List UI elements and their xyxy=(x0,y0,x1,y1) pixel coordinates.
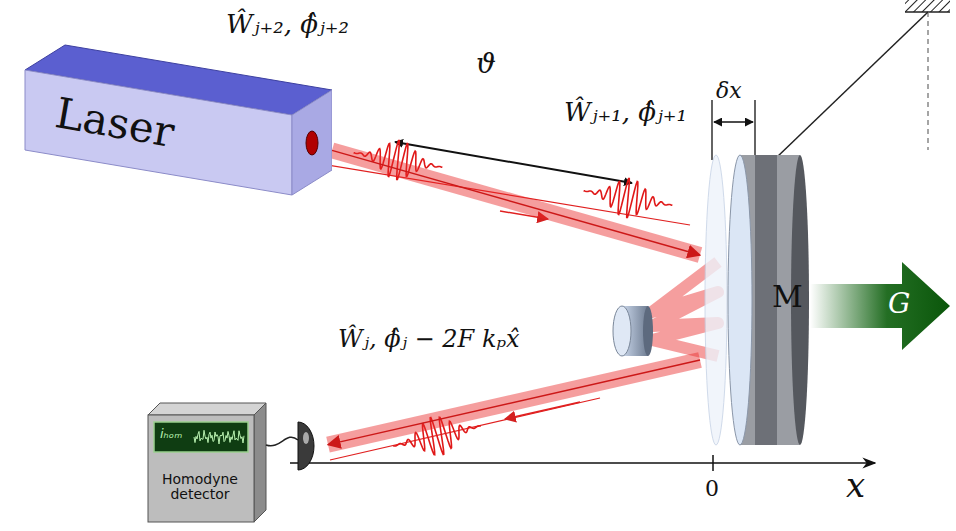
axis-origin: 0 xyxy=(705,476,719,501)
homodyne-detector-shape xyxy=(146,400,328,524)
equilibrium-dash xyxy=(927,12,929,150)
force-arrow: G xyxy=(810,262,950,350)
axis-tick xyxy=(712,455,714,471)
dx-arrow xyxy=(714,121,753,122)
x-axis xyxy=(290,462,875,464)
homodyne-detector: iₕₒₘHomodyne detector xyxy=(146,400,328,524)
force-label: G xyxy=(888,289,910,320)
input-mirror xyxy=(613,306,653,356)
output-pulse-label: Ŵⱼ, ϕ̂ⱼ − 2F kₚx̂ xyxy=(338,326,520,354)
beam-axis xyxy=(332,150,700,255)
pulse-label: Ŵⱼ₊₁, ϕ̂ⱼ₊₁ xyxy=(564,98,687,128)
laser-box: Laser xyxy=(20,40,332,200)
laser-beam xyxy=(328,360,700,445)
dx-tick xyxy=(711,100,712,160)
force-arrow-shape xyxy=(810,262,950,350)
spacing-label: ϑ xyxy=(476,48,496,80)
laser-beam xyxy=(332,150,700,255)
beam-axis xyxy=(328,360,700,445)
suspension-wire xyxy=(776,12,928,158)
dx-tick xyxy=(754,100,755,160)
wave-packet xyxy=(584,179,673,218)
ceiling-hatch xyxy=(905,0,950,12)
axis-name: x xyxy=(846,466,865,505)
pulse-label: Ŵⱼ₊₂, ϕ̂ⱼ₊₂ xyxy=(226,10,349,40)
detector-label: Homodyne detector xyxy=(148,472,252,503)
beam-band xyxy=(328,360,700,445)
screen-signal: iₕₒₘ xyxy=(160,427,182,441)
test-mirror: M xyxy=(700,150,812,450)
mass-label: M xyxy=(772,280,803,313)
displacement-label: δx xyxy=(716,78,742,103)
beam-band xyxy=(332,150,700,255)
